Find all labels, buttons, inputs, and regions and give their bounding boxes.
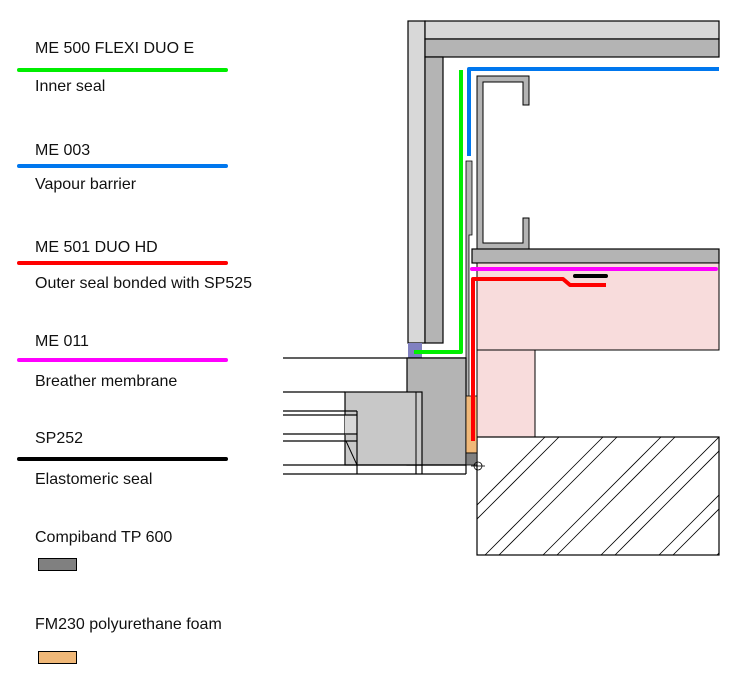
legend-swatch-orange (38, 651, 77, 664)
legend-description: Breather membrane (35, 373, 178, 390)
insulation-lower (476, 349, 536, 438)
inner-seal-membrane (414, 70, 463, 354)
legend-line-magenta (17, 358, 228, 362)
steel-c-channel (476, 75, 530, 250)
wall-outer-leaf (407, 20, 426, 344)
wall-inner-leaf (424, 56, 444, 344)
legend-title: Compiband TP 600 (35, 529, 173, 546)
legend-description: Vapour barrier (35, 176, 137, 193)
legend-swatch-grey (38, 558, 77, 571)
window-sash (344, 391, 423, 466)
legend-title: ME 501 DUO HD (35, 239, 158, 256)
concrete-hatch (477, 437, 719, 555)
legend-line-black (17, 457, 228, 461)
legend-line-green (17, 68, 228, 72)
legend-line-blue (17, 164, 228, 168)
floor-deck (471, 248, 720, 264)
vapour-barrier-membrane (467, 67, 719, 156)
legend-description: Elastomeric seal (35, 471, 153, 488)
legend-description: Inner seal (35, 78, 106, 95)
compriband-tape (465, 452, 478, 466)
legend-title: SP252 (35, 430, 84, 447)
legend-line-red (17, 261, 228, 265)
legend-title: ME 500 FLEXI DUO E (35, 40, 195, 57)
legend-description: Outer seal bonded with SP525 (35, 275, 253, 292)
ceiling-board (424, 20, 720, 40)
legend-title: FM230 polyurethane foam (35, 616, 222, 633)
legend-title: ME 003 (35, 142, 91, 159)
legend-title: ME 011 (35, 333, 89, 350)
concrete-slab (476, 436, 720, 556)
ceiling-layer (424, 38, 720, 58)
outer-seal-membrane (471, 277, 606, 441)
